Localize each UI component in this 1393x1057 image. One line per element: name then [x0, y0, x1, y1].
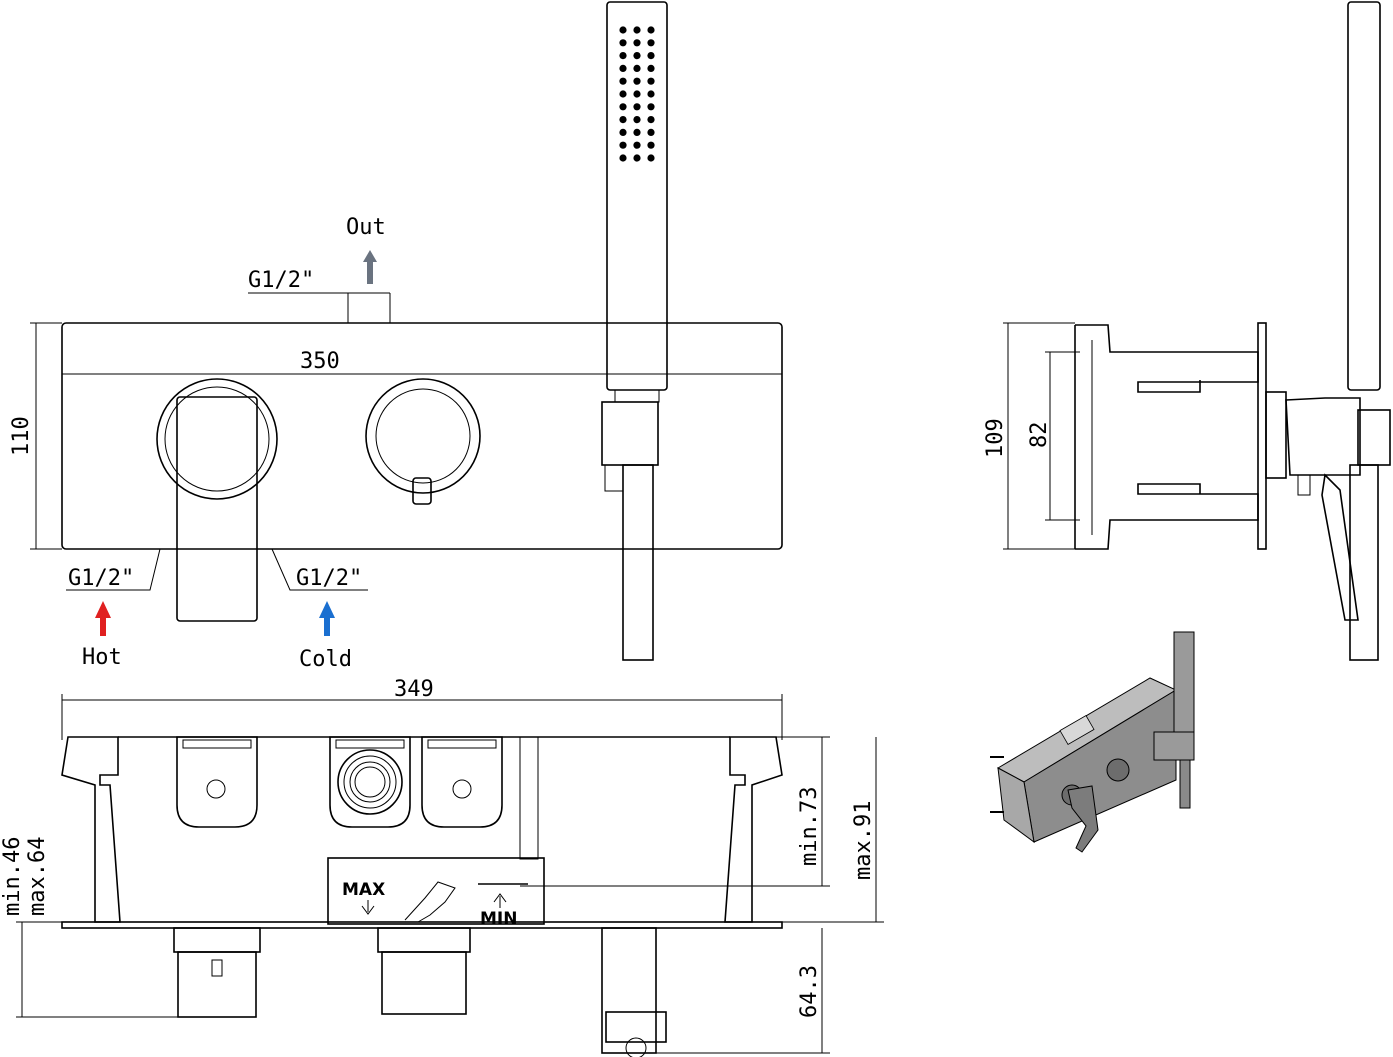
side-view — [1003, 1, 1391, 661]
iso-handshower — [1173, 631, 1195, 743]
box-pocket-right — [421, 736, 503, 828]
min46-label: min.46 — [0, 837, 25, 916]
nozzle-dot — [619, 103, 627, 111]
nozzle-dot — [619, 39, 627, 47]
nozzle-dot — [619, 64, 627, 72]
front-plate — [61, 322, 783, 550]
box-right-bracket — [724, 736, 783, 923]
nozzle-dot — [633, 90, 641, 98]
nozzle-dot — [619, 26, 627, 34]
hot-label: Hot — [82, 645, 122, 670]
nozzle-dot — [619, 128, 627, 136]
max64-label: max.64 — [25, 837, 50, 916]
nozzle-dot — [619, 116, 627, 124]
iso-lever — [1067, 785, 1099, 853]
nozzle-dot — [619, 52, 627, 60]
side-handshower — [1347, 1, 1381, 391]
nozzle-dot — [633, 39, 641, 47]
nozzle-dot — [647, 39, 655, 47]
max91-label: max.91 — [851, 801, 876, 880]
handshower-holder — [601, 401, 659, 466]
nozzle-dot — [647, 154, 655, 162]
nozzle-dot — [633, 154, 641, 162]
isometric-view — [990, 631, 1195, 853]
box-left-bracket — [61, 736, 121, 923]
nozzle-dot — [647, 77, 655, 85]
cold-thread-label: G1/2" — [296, 566, 362, 591]
front-view — [30, 1, 783, 661]
mixer-lever — [176, 396, 258, 622]
side-housing-bottom — [1075, 483, 1259, 550]
hot-thread-label: G1/2" — [68, 566, 134, 591]
cold-arrow — [319, 601, 335, 636]
depth-64-3-label: 64.3 — [797, 965, 822, 1018]
out-arrow — [363, 250, 377, 284]
box-pocket-center — [329, 736, 411, 828]
height-109-label: 109 — [983, 418, 1008, 458]
min73-label: min.73 — [797, 787, 822, 866]
mixer-rosette — [156, 378, 278, 500]
nozzle-dot — [633, 52, 641, 60]
side-lever — [1285, 397, 1361, 476]
out-thread-label: G1/2" — [248, 268, 314, 293]
side-housing-top — [1075, 324, 1259, 393]
cold-label: Cold — [299, 647, 352, 672]
handshower-head — [606, 1, 668, 391]
min-mark-label: MIN — [480, 909, 517, 929]
handshower-hose — [622, 464, 654, 661]
width-350-label: 350 — [300, 349, 340, 374]
handshower-nozzles — [619, 26, 655, 162]
nozzle-dot — [647, 52, 655, 60]
nozzle-dot — [633, 103, 641, 111]
nozzle-dot — [633, 116, 641, 124]
nozzle-dot — [647, 64, 655, 72]
box-pocket-left — [176, 736, 258, 828]
height-82-label: 82 — [1027, 422, 1052, 449]
nozzle-dot — [619, 77, 627, 85]
diverter-knob — [365, 378, 481, 494]
nozzle-dot — [633, 26, 641, 34]
nozzle-dot — [647, 90, 655, 98]
max-min-template — [327, 857, 545, 925]
max-mark-label: MAX — [342, 880, 385, 900]
nozzle-dot — [619, 141, 627, 149]
nozzle-dot — [647, 116, 655, 124]
side-plate — [1257, 322, 1267, 550]
box-base-plate — [61, 921, 783, 929]
box-view — [16, 694, 884, 1057]
nozzle-dot — [647, 128, 655, 136]
nozzle-dot — [647, 141, 655, 149]
nozzle-dot — [619, 154, 627, 162]
nozzle-dot — [633, 64, 641, 72]
hot-arrow — [95, 601, 111, 636]
nozzle-dot — [633, 77, 641, 85]
nozzle-dot — [633, 141, 641, 149]
width-349-label: 349 — [394, 677, 434, 702]
nozzle-dot — [647, 26, 655, 34]
nozzle-dot — [647, 103, 655, 111]
height-110-label: 110 — [9, 416, 34, 456]
nozzle-dot — [633, 128, 641, 136]
nozzle-dot — [619, 90, 627, 98]
out-label: Out — [346, 215, 386, 240]
